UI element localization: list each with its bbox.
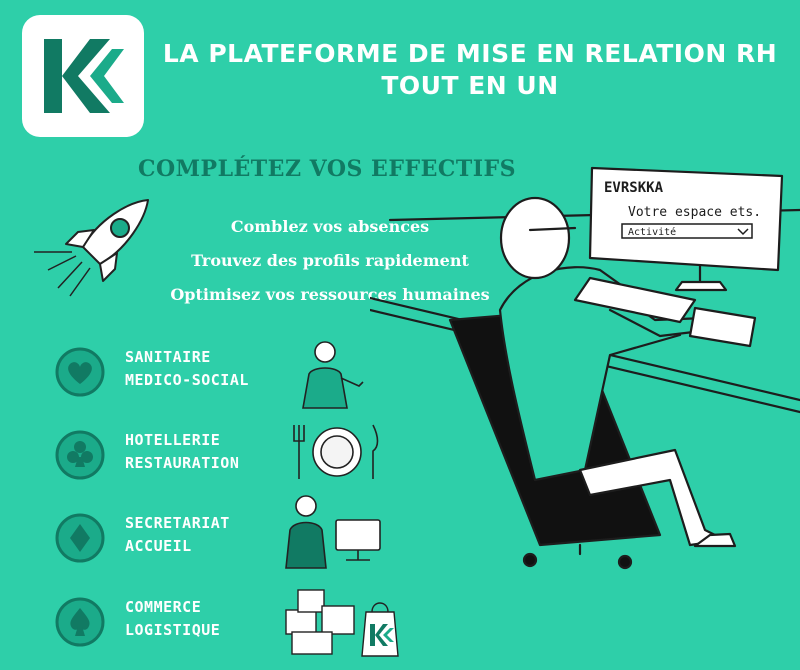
club-icon: [55, 430, 105, 480]
sector-secretariat: SECRETARIAT ACCUEIL: [54, 495, 384, 569]
receptionist-illustration-icon: [285, 495, 381, 569]
office-worker-illustration: EVRSKKA Votre espace ets. Activité: [370, 166, 800, 570]
spade-icon: [55, 597, 105, 647]
benefit-item: Optimisez vos ressources humaines: [170, 285, 490, 304]
sector-hotellerie: HOTELLERIE RESTAURATION: [54, 424, 384, 485]
subheading: COMPLÉTEZ VOS EFFECTIFS: [138, 156, 517, 182]
activity-dropdown: [621, 223, 753, 239]
chevron-down-icon: [737, 228, 749, 236]
plate-cutlery-icon: [293, 424, 379, 479]
sector-label: HOTELLERIE RESTAURATION: [125, 431, 240, 472]
benefits-list: Comblez vos absences Trouvez des profils…: [120, 210, 540, 312]
nurse-illustration-icon: [302, 341, 364, 409]
heart-icon: [55, 347, 105, 397]
sector-sanitaire: SANITAIRE MEDICO-SOCIAL: [54, 341, 384, 409]
activity-dropdown-label: Activité: [628, 226, 676, 238]
headline-line-2: TOUT EN UN: [381, 71, 559, 100]
boxes-bags-icon: [285, 589, 399, 657]
screen-greeting: Votre espace ets.: [628, 205, 761, 220]
app-logo: [22, 15, 144, 137]
headline: LA PLATEFORME DE MISE EN RELATION RH TOU…: [160, 38, 780, 102]
sector-commerce: COMMERCE LOGISTIQUE: [54, 589, 399, 657]
benefit-item: Trouvez des profils rapidement: [191, 251, 469, 270]
rocket-icon: [34, 199, 149, 297]
sector-label: SANITAIRE MEDICO-SOCIAL: [125, 348, 249, 389]
benefit-item: Comblez vos absences: [230, 217, 430, 236]
screen-brand: EVRSKKA: [604, 180, 664, 196]
sector-label: SECRETARIAT ACCUEIL: [125, 514, 230, 555]
sector-label: COMMERCE LOGISTIQUE: [125, 598, 221, 639]
kk-logo-icon: [44, 39, 124, 113]
diamond-icon: [55, 513, 105, 563]
headline-line-1: LA PLATEFORME DE MISE EN RELATION RH: [162, 39, 778, 68]
